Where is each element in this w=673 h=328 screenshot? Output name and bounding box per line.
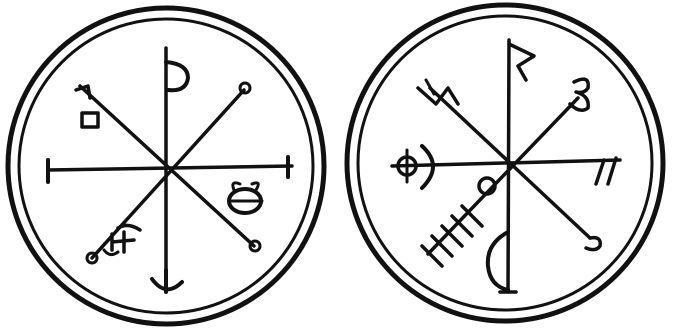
right-center-dot (506, 161, 510, 165)
right-spoke-vertical (508, 40, 509, 292)
